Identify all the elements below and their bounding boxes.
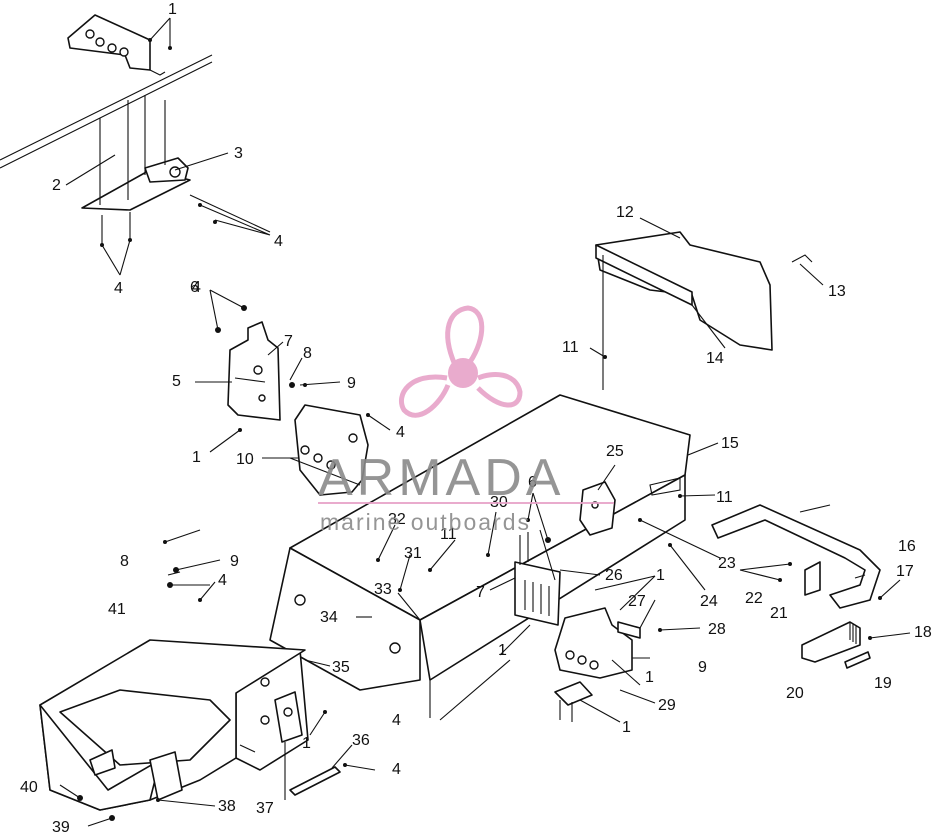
callout: 36: [352, 732, 370, 749]
callout: 39: [52, 819, 70, 836]
propeller-logo-icon: [398, 305, 523, 418]
callout: 11: [562, 339, 579, 356]
callout: 41: [108, 601, 126, 618]
callout: 11: [440, 526, 457, 543]
callout: 4: [274, 233, 283, 250]
part-rod-top: [0, 54, 213, 169]
watermark-underline: [318, 502, 614, 504]
callout: 7: [476, 584, 485, 601]
leader-lines: [59, 17, 911, 827]
callout: 8: [120, 553, 129, 570]
callout: 4: [192, 279, 201, 296]
part-panel-12: [595, 231, 813, 390]
callout: 2: [52, 177, 61, 194]
callout: 28: [708, 621, 726, 638]
callout: 1: [656, 567, 665, 584]
callout: 23: [718, 555, 736, 572]
watermark-tagline: marine outboards: [320, 509, 531, 535]
callout: 14: [706, 350, 724, 367]
callout: 1: [168, 1, 177, 18]
callout: 1: [192, 449, 201, 466]
callout: 1: [622, 719, 631, 736]
part-bumper-16: [711, 504, 881, 609]
part-bracket-top: [67, 14, 166, 76]
callout: 33: [374, 581, 392, 598]
callout: 10: [236, 451, 254, 468]
armada-watermark: ARMADA marine outboards: [318, 305, 614, 535]
callout: 4: [218, 572, 227, 589]
callout: 29: [658, 697, 676, 714]
callout: 12: [616, 204, 634, 221]
callout: 9: [230, 553, 239, 570]
watermark-brand: ARMADA: [318, 449, 564, 507]
part-handle-20: [801, 621, 871, 669]
callout: 4: [392, 712, 401, 729]
part-bracket-10: [289, 404, 369, 496]
callout: 25: [606, 443, 624, 460]
callout: 27: [628, 593, 646, 610]
callout: 8: [303, 345, 312, 362]
callout: 26: [605, 567, 623, 584]
callout: 4: [114, 280, 123, 297]
callout: 11: [716, 489, 733, 506]
callout: 7: [284, 333, 293, 350]
callout: 19: [874, 675, 892, 692]
part-clip-1: [554, 681, 593, 722]
callout: 3: [234, 145, 243, 162]
callout: 9: [698, 659, 707, 676]
callout: 21: [770, 605, 788, 622]
callout: 1: [498, 642, 507, 659]
part-bar-36: [289, 766, 341, 796]
callout: 18: [914, 624, 932, 641]
callout: 22: [745, 590, 763, 607]
callout: 5: [172, 373, 181, 390]
callout: 24: [700, 593, 718, 610]
callout: 17: [896, 563, 914, 580]
callout: 32: [388, 511, 406, 528]
part-bracket-29: [554, 607, 641, 679]
callout: 34: [320, 609, 338, 626]
part-bracket-26: [514, 529, 561, 626]
callout: 35: [332, 659, 350, 676]
callout: 38: [218, 798, 236, 815]
callout: 31: [404, 545, 422, 562]
part-bracket-25: [579, 481, 616, 536]
callout: 1: [645, 669, 654, 686]
callout: 37: [256, 800, 274, 817]
callout: 4: [396, 424, 405, 441]
callout: 20: [786, 685, 804, 702]
callout: 1: [302, 735, 311, 752]
callout: 15: [721, 435, 739, 452]
callout: 6: [528, 474, 537, 491]
part-plate-37: [274, 691, 303, 743]
callout: 9: [347, 375, 356, 392]
fastener-dots: [77, 38, 882, 821]
part-base-rear: [39, 639, 306, 811]
callout: 40: [20, 779, 38, 796]
part-bracket-5: [227, 321, 281, 421]
part-frame-15: [269, 394, 691, 691]
callout: 6: [190, 279, 199, 296]
callout: 4: [392, 761, 401, 778]
callout: 13: [828, 283, 846, 300]
callout: 16: [898, 538, 916, 555]
